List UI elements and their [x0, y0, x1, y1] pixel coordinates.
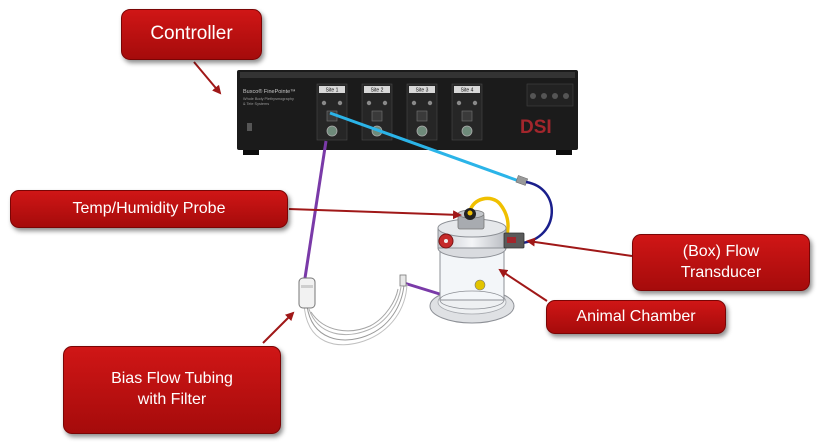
site-module-2: Site 2: [361, 83, 393, 141]
callout-box-line-1: (Box) Flow: [682, 242, 760, 260]
callout-temp-label: Temp/Humidity Probe: [72, 199, 226, 217]
chamber-inner-port: [474, 279, 486, 291]
brand-line-2: Whole Body Plethysmography: [243, 97, 294, 101]
callout-bias-line-1: Bias Flow Tubing: [111, 370, 233, 388]
controller-top-bezel: [240, 72, 575, 78]
callout-box-flow-transducer: (Box) Flow Transducer: [632, 234, 810, 291]
callout-animal-chamber: Animal Chamber: [546, 300, 726, 334]
callout-controller-label: Controller: [150, 23, 233, 45]
site-label: Site 3: [416, 88, 429, 94]
bias-flow-tubing-coil: [298, 274, 408, 346]
arrow-bias-flow: [262, 311, 295, 344]
arrow-box-flow: [526, 237, 633, 257]
callout-temp-humidity-probe: Temp/Humidity Probe: [10, 190, 288, 228]
callout-bias-flow-tubing: Bias Flow Tubing with Filter: [63, 346, 281, 434]
flow-cable: [521, 180, 553, 245]
site-label: Site 2: [371, 88, 384, 94]
cable-connector: [515, 175, 529, 186]
probe-cable: [329, 111, 520, 183]
tube-end-fitting: [399, 274, 407, 287]
site-module-1: Site 1: [316, 83, 348, 141]
bias-filter: [298, 277, 316, 309]
aux-port-panel: [526, 83, 574, 107]
callout-controller: Controller: [121, 9, 262, 60]
arrow-animal-chamber: [498, 268, 548, 302]
arrow-temp-probe: [288, 208, 462, 220]
controller-unit: Buxco® FinePointe™ Whole Body Plethysmog…: [237, 70, 578, 155]
site-label: Site 1: [326, 88, 339, 94]
controller-foot-right: [556, 150, 572, 155]
dsi-logo: DSI: [520, 117, 552, 138]
callout-arrows: [193, 61, 633, 344]
brand-line-1: Buxco® FinePointe™: [243, 88, 296, 95]
site-module-4: Site 4: [451, 83, 483, 141]
callout-box-line-2: Transducer: [680, 263, 762, 281]
controller-foot-left: [243, 150, 259, 155]
callout-chamber-label: Animal Chamber: [576, 307, 696, 325]
site-module-3: Site 3: [406, 83, 438, 141]
brand-line-3: & Tele Systems: [243, 102, 269, 106]
callout-bias-line-2: with Filter: [137, 391, 207, 408]
probe-tube: [468, 196, 510, 239]
site-label: Site 4: [461, 88, 474, 94]
arrow-controller: [193, 61, 222, 95]
animal-chamber: [429, 208, 525, 324]
power-switch: [247, 123, 252, 131]
